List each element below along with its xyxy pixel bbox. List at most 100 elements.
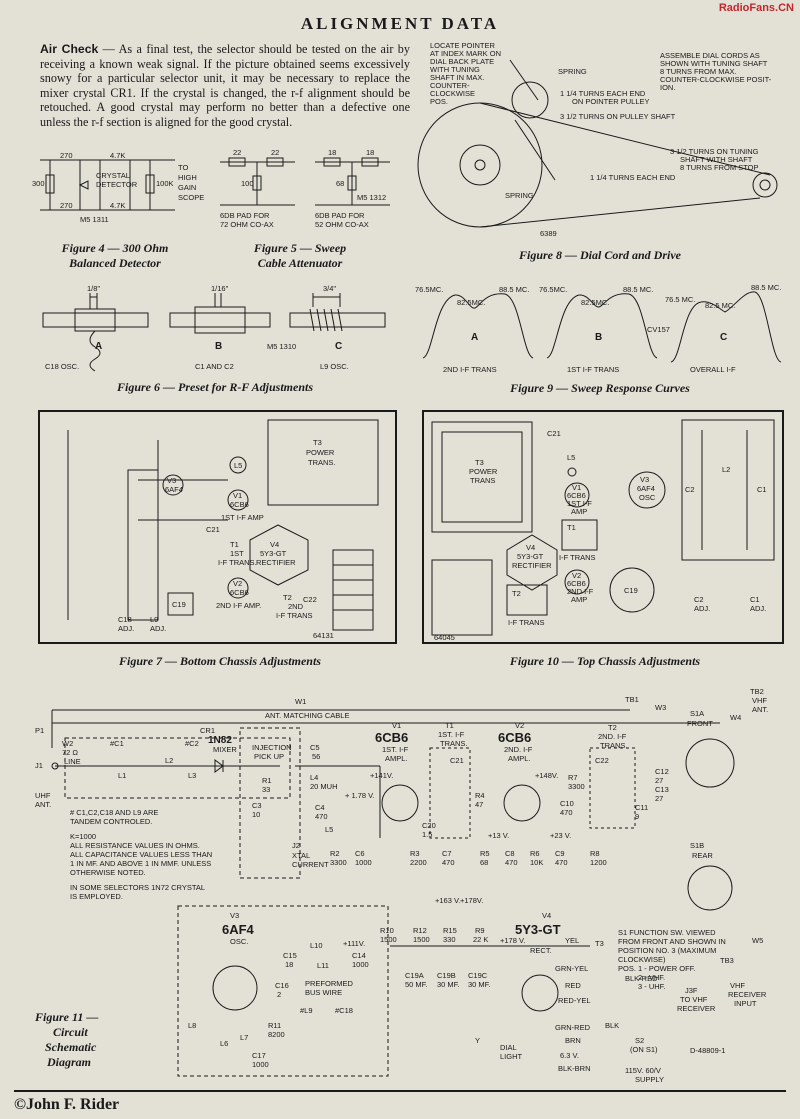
fig7-v2-desc: 2ND I-F AMP. [216, 601, 261, 610]
fig5-code: M5 1312 [357, 193, 386, 202]
fig8-note5: SHAFT IN MAX. [430, 73, 484, 82]
fig11-c16: C16 [275, 981, 289, 990]
fig11-note-1: TANDEM CONTROLED. [70, 817, 153, 826]
fig11-t3: T3 [595, 939, 604, 948]
fig10-v4-type: 5Y3-GT [517, 552, 544, 561]
fig10-t3: T3 [475, 458, 484, 467]
fig11-r7: R7 [568, 773, 578, 782]
fig8-assemble3: 8 TURNS FROM MAX. [660, 67, 737, 76]
fig6-dim-c: 3/4" [323, 284, 336, 293]
air-check-body: — As a final test, the selector should b… [40, 42, 410, 129]
fig10-t1-desc: I-F TRANS [559, 553, 596, 562]
fig10-l2: L2 [722, 465, 730, 474]
fig5-left-r1: 22 [233, 148, 241, 157]
fig11-grn-red: GRN-RED [555, 1023, 591, 1032]
fig11-c1: #C1 [110, 739, 124, 748]
fig11-w2-desc1: 72 Ω [62, 748, 78, 757]
fig11-c17: C17 [252, 1051, 266, 1060]
fig11-c2: #C2 [185, 739, 199, 748]
fig6-dim-a: 1/8" [87, 284, 100, 293]
fig11-notes: # C1,C2,C18 AND L9 ARE TANDEM CONTROLED.… [70, 808, 260, 901]
fig11-c9: C9 [555, 849, 565, 858]
fig10-l5: L5 [567, 453, 575, 462]
fig11-note-0: # C1,C2,C18 AND L9 ARE [70, 808, 159, 817]
fig7-l5: L5 [234, 461, 242, 470]
fig11-l7: L7 [240, 1033, 248, 1042]
fig4-gain: GAIN [178, 183, 196, 192]
fig11-tb2: TB2 [750, 687, 764, 696]
fig11-r8-val: 1200 [590, 858, 607, 867]
fig9-sweep-curves: 76.5MC. 82.5MC. 88.5 MC. A 2ND I-F TRANS… [415, 283, 781, 374]
fig6-part-c [289, 293, 386, 332]
fig6-name-b: C1 AND C2 [195, 362, 234, 371]
fig11-yel: YEL [565, 936, 579, 945]
fig11-switch-note-0: S1 FUNCTION SW. VIEWED [618, 928, 716, 937]
fig11-switch-note-4: POS. 1 - POWER OFF. [618, 964, 696, 973]
fig11-w1-desc: ANT. MATCHING CABLE [265, 711, 349, 720]
fig11-r1: R1 [262, 776, 272, 785]
fig7-t3: T3 [313, 438, 322, 447]
fig11-t1-desc2: TRANS. [440, 739, 468, 748]
fig11-c19c: C19C [468, 971, 488, 980]
fig11-c15-val: 18 [285, 960, 293, 969]
fig8-note2: AT INDEX MARK ON [430, 49, 501, 58]
fig11-vhf-ant: ANT. [752, 705, 768, 714]
fig9-b-letter: B [595, 332, 602, 343]
fig8-note7: CLOCKWISE [430, 89, 475, 98]
fig11-v23: +23 V. [550, 831, 571, 840]
fig11-c20-val: 1.5 [422, 830, 432, 839]
fig11-c11: C11 [635, 803, 648, 812]
fig11-switch-notes: S1 FUNCTION SW. VIEWED FROM FRONT AND SH… [618, 928, 768, 991]
fig5-caption: Figure 5 — Sweep Cable Attenuator [225, 241, 375, 271]
fig11-light: LIGHT [500, 1052, 523, 1061]
fig11-note-9: IN SOME SELECTORS 1N72 CRYSTAL [70, 883, 206, 892]
fig11-w1: W1 [295, 697, 306, 706]
fig11-c19b-val: 30 MF. [437, 980, 460, 989]
fig11-l9: #L9 [300, 1006, 313, 1015]
fig4-r47-bottom: 4.7K [110, 201, 125, 210]
fig8-assemble4: COUNTER-CLOCKWISE POSIT- [660, 75, 772, 84]
fig10-v2-type: 6CB6 [567, 579, 586, 588]
fig11-c19c-val: 30 MF. [468, 980, 491, 989]
fig4-caption: Figure 4 — 300 Ohm Balanced Detector [40, 241, 190, 271]
fig11-cr1-type: 1N82 [208, 735, 232, 746]
fig8-caption: Figure 8 — Dial Cord and Drive [518, 248, 681, 262]
fig7-l9-adj: ADJ. [150, 624, 166, 633]
fig11-r5-val: 68 [480, 858, 488, 867]
fig11-note-3: K=1000 [70, 832, 97, 841]
fig11-j3-desc1: TO VHF [680, 995, 708, 1004]
fig11-w4: W4 [730, 713, 741, 722]
fig11-note-4: ALL RESISTANCE VALUES IN OHMS. [70, 841, 200, 850]
fig11-caption-line2: Circuit [53, 1025, 88, 1039]
fig11-c19a: C19A [405, 971, 424, 980]
fig11-l2: L2 [165, 756, 173, 765]
fig11-c17-val: 1000 [252, 1060, 269, 1069]
fig7-v4-type: 5Y3-GT [260, 549, 287, 558]
fig11-v178: +178 V. [500, 936, 525, 945]
fig7-v4: V4 [270, 540, 279, 549]
fig10-v1-desc1: 1ST I-F [567, 499, 592, 508]
fig4-r270-top: 270 [60, 151, 73, 160]
fig5-right-r1: 18 [328, 148, 336, 157]
fig11-l11: L11 [317, 961, 329, 970]
fig11-v63: 6.3 V. [560, 1051, 579, 1060]
fig4-r270-bottom: 270 [60, 201, 73, 210]
fig10-adj-right: ADJ. [750, 604, 766, 613]
fig5-sweep-attenuator: 22 22 100 6DB PAD FOR 72 OHM CO-AX 18 18… [220, 148, 390, 229]
fig11-v4: V4 [542, 911, 551, 920]
fig11-j2: J2 [292, 841, 300, 850]
fig11-j3-desc2: RECEIVER [677, 1004, 716, 1013]
fig10-v4: V4 [526, 543, 535, 552]
fig7-v2-type: 6CB6 [230, 588, 249, 597]
fig5-right-r2: 18 [366, 148, 374, 157]
fig11-doc-number: D-48809-1 [690, 1046, 725, 1055]
fig11-r9-val: 22 K [473, 935, 488, 944]
fig11-bus-wire: BUS WIRE [305, 988, 342, 997]
fig11-l6: L6 [220, 1039, 228, 1048]
fig11-r4-val: 47 [475, 800, 483, 809]
fig11-c13-val: 27 [655, 794, 663, 803]
fig11-c4-val: 470 [315, 812, 328, 821]
fig8-note6: COUNTER- [430, 81, 470, 90]
fig11-w3: W3 [655, 703, 666, 712]
